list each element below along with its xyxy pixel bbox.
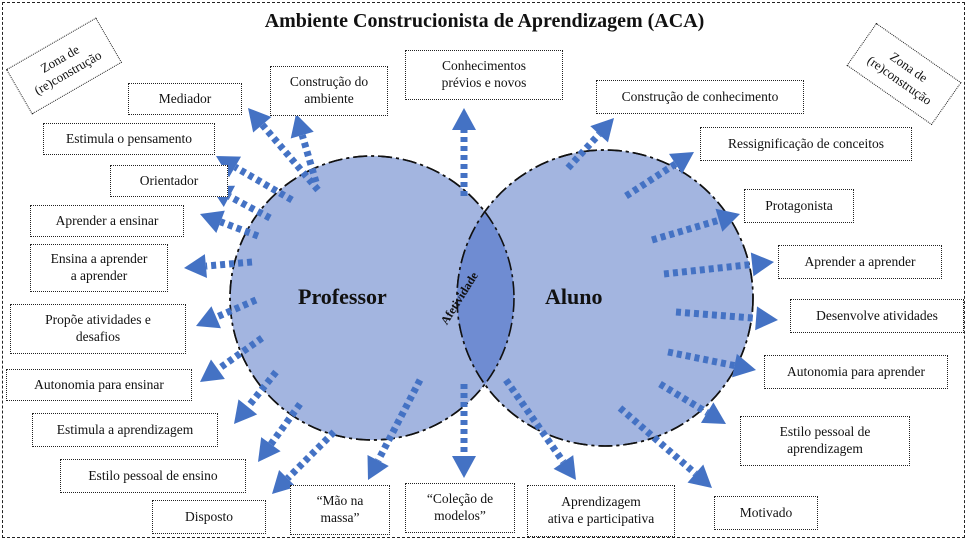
right-box-ressignificacao: Ressignificação de conceitos: [700, 127, 912, 161]
arrow-shaft-17: [667, 348, 736, 370]
arrow-head-15: [750, 252, 774, 277]
arrow-shaft-15: [663, 260, 753, 278]
diagram-title: Ambiente Construcionista de Aprendizagem…: [264, 10, 705, 32]
right-box-motivado: Motivado: [714, 496, 818, 530]
bottom-box-mao-na-massa: “Mão na massa”: [290, 485, 390, 535]
right-box-desenvolve-atividades: Desenvolve atividades: [790, 299, 964, 333]
arrow-shaft-0: [259, 122, 321, 193]
arrow-shaft-6: [215, 335, 265, 373]
arrow-head-20: [367, 454, 389, 480]
arrow-head-16: [755, 306, 778, 331]
arrow-shaft-22: [503, 377, 567, 464]
arrow-head-14: [715, 208, 740, 232]
arrow-shaft-12: [565, 131, 602, 171]
arrow-shaft-7: [245, 369, 279, 410]
top-box-construcao-ambiente: Construção do ambiente: [270, 66, 388, 116]
left-box-aprender-ensinar: Aprender a ensinar: [30, 205, 184, 237]
arrow-shaft-4: [205, 258, 253, 270]
arrow-head-12: [590, 118, 614, 143]
top-box-construcao-conhecimento: Construção de conhecimento: [596, 80, 804, 114]
arrow-shaft-2: [227, 193, 272, 222]
arrow-shaft-9: [285, 429, 337, 481]
bottom-box-colecao-modelos: “Coleção de modelos”: [405, 483, 515, 533]
arrow-head-11: [452, 108, 476, 130]
arrow-shaft-10: [298, 134, 320, 183]
left-box-orientador: Orientador: [110, 165, 228, 197]
right-box-protagonista: Protagonista: [744, 189, 854, 223]
arrow-shaft-13: [624, 161, 678, 199]
left-box-mediador: Mediador: [128, 83, 242, 115]
arrow-shaft-5: [214, 296, 258, 321]
arrow-head-0: [248, 108, 272, 133]
arrow-shaft-20: [375, 378, 424, 463]
arrow-head-8: [258, 437, 281, 462]
right-box-estilo-aprendizagem: Estilo pessoal de aprendizagem: [740, 416, 910, 466]
aluno-label: Aluno: [545, 284, 603, 309]
arrow-head-6: [200, 359, 225, 382]
arrow-shaft-1: [233, 163, 294, 204]
arrow-head-10: [290, 114, 314, 139]
arrow-head-7: [234, 399, 258, 424]
arrow-head-3: [200, 210, 225, 234]
right-box-autonomia-aprender: Autonomia para aprender: [764, 355, 948, 389]
arrow-head-18: [700, 402, 726, 424]
arrow-shaft-19: [617, 405, 698, 477]
left-box-estimula-aprendizagem: Estimula a aprendizagem: [32, 413, 218, 447]
arrow-head-13: [669, 152, 694, 175]
arrow-head-19: [687, 464, 712, 488]
left-box-autonomia-ensinar: Autonomia para ensinar: [6, 369, 192, 401]
arrow-head-1: [216, 156, 242, 178]
left-box-ensina-aprender: Ensina a aprender a aprender: [30, 244, 168, 292]
top-box-conhecimentos: Conhecimentos prévios e novos: [405, 50, 563, 100]
arrow-shaft-3: [219, 218, 260, 240]
arrow-head-4: [184, 254, 207, 279]
arrow-shaft-18: [658, 381, 709, 416]
arrow-head-17: [732, 353, 756, 378]
left-box-estilo-ensino: Estilo pessoal de ensino: [60, 459, 246, 493]
left-box-propoe-atividades: Propõe atividades e desafios: [10, 304, 186, 354]
right-box-aprender-aprender: Aprender a aprender: [778, 245, 942, 279]
arrow-head-5: [196, 306, 221, 329]
arrow-shaft-14: [651, 216, 720, 244]
left-box-estimula-pensamento: Estimula o pensamento: [43, 123, 215, 155]
bottom-box-aprendizagem-ativa: Aprendizagem ativa e participativa: [527, 485, 675, 537]
arrow-head-21: [452, 456, 476, 478]
left-box-disposto: Disposto: [152, 500, 266, 534]
arrow-head-22: [553, 455, 576, 480]
professor-label: Professor: [298, 284, 387, 309]
arrow-shaft-16: [675, 308, 757, 322]
